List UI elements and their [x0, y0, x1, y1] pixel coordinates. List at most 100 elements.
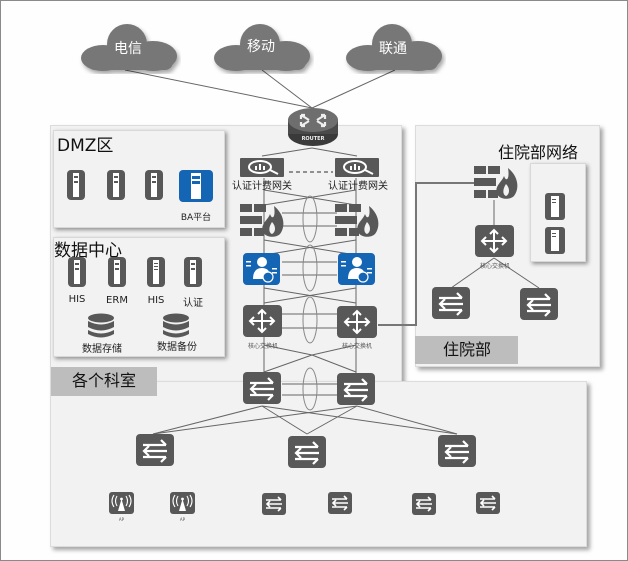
auth-gateway-left[interactable] [240, 158, 284, 177]
wireless-ap-1[interactable] [109, 492, 134, 514]
edge-switch-4[interactable] [476, 492, 500, 514]
server-icon [153, 260, 159, 284]
router[interactable]: ROUTER [287, 106, 339, 148]
cloud-label: 联通 [379, 41, 407, 57]
ap-label: AP [118, 517, 125, 522]
dmz-server-1[interactable] [67, 170, 85, 200]
gateway-label: 认证计费网关 [232, 181, 292, 192]
core-switch-icon [480, 228, 508, 254]
aggregation-switch-right[interactable] [337, 373, 375, 405]
server-icon [74, 260, 80, 284]
edge-switch-2[interactable] [328, 492, 352, 514]
wireless-ap-2[interactable] [170, 492, 195, 514]
server-label: 认证 [183, 298, 203, 309]
auth-server-left[interactable] [243, 253, 280, 285]
server-label: BA平台 [180, 213, 212, 223]
cloud-label: 移动 [247, 39, 275, 55]
gateway-monitor-icon [248, 160, 279, 175]
switch-icon [294, 441, 319, 465]
server-icon [190, 260, 196, 284]
firewall-icon [335, 204, 379, 237]
ba-platform-server[interactable] [179, 170, 213, 202]
cloud-label: 电信 [114, 41, 142, 57]
datacenter-server-auth[interactable] [184, 257, 202, 287]
access-switch-2[interactable] [288, 436, 326, 468]
auth-gateway-right[interactable] [335, 158, 379, 177]
cloud-mobile: 移动 [208, 20, 314, 74]
ap-label: AP [179, 517, 186, 522]
cloud-unicom: 联通 [340, 20, 446, 74]
user-auth-icon [341, 257, 372, 283]
storage-label: 数据备份 [157, 342, 197, 353]
switch-icon [438, 292, 463, 316]
switch-icon [479, 495, 496, 511]
dmz-title: DMZ区 [57, 136, 114, 156]
core-switch-right[interactable] [337, 306, 377, 338]
access-switch-3[interactable] [438, 435, 476, 467]
database-icon [88, 313, 114, 338]
inpatient-label-text: 住院部 [443, 340, 492, 359]
dmz-server-3[interactable] [145, 170, 163, 200]
core-switch-label: 核心交换机 [247, 343, 278, 350]
firewall-right[interactable] [335, 204, 381, 238]
switch-icon [444, 440, 469, 464]
firewall-icon [240, 204, 284, 237]
auth-server-right[interactable] [338, 253, 375, 285]
cloud-telecom: 电信 [75, 20, 181, 74]
database-icon [163, 313, 189, 338]
inpatient-title: 住院部网络 [498, 143, 579, 162]
inpatient-core-switch[interactable] [475, 225, 514, 257]
user-auth-icon [246, 257, 277, 283]
server-icon [551, 196, 559, 217]
storage-label: 数据存储 [82, 344, 122, 355]
datacenter-title: 数据中心 [54, 241, 122, 261]
router-label: ROUTER [301, 136, 325, 142]
switch-icon [343, 378, 368, 402]
cloud-icon [346, 24, 442, 71]
cloud-icon [81, 24, 177, 71]
core-switch-label: 核心交换机 [341, 343, 372, 350]
data-storage[interactable] [87, 313, 115, 339]
firewall-left[interactable] [240, 204, 286, 238]
departments-label-text: 各个科室 [72, 371, 137, 390]
switch-icon [265, 496, 282, 512]
server-icon [113, 173, 119, 197]
server-label: HIS [147, 295, 165, 306]
inpatient-switch-left[interactable] [432, 287, 470, 319]
datacenter-server-erm[interactable] [108, 257, 126, 287]
core-switch-label: 核心交换机 [479, 263, 510, 270]
datacenter-server-his[interactable] [68, 257, 86, 287]
switch-icon [142, 439, 167, 463]
access-switch-1[interactable] [136, 434, 174, 466]
inpatient-label: 住院部 [415, 336, 518, 364]
switch-icon [526, 293, 551, 317]
edge-switch-3[interactable] [412, 493, 436, 515]
switch-icon [331, 495, 348, 511]
cloud-icon [214, 24, 310, 71]
core-switch-icon [343, 309, 371, 335]
core-switch-icon [248, 308, 276, 334]
server-icon [191, 173, 201, 199]
router-icon [288, 108, 338, 146]
gateway-label: 认证计费网关 [328, 181, 388, 192]
gateway-monitor-icon [343, 160, 374, 175]
wifi-antenna-icon [172, 494, 193, 511]
server-icon [151, 173, 157, 197]
core-switch-left[interactable] [243, 305, 282, 337]
switch-icon [415, 496, 432, 512]
edge-switch-1[interactable] [262, 493, 286, 515]
aggregation-switch-left[interactable] [243, 372, 281, 404]
inpatient-firewall[interactable] [474, 166, 520, 200]
wifi-antenna-icon [111, 494, 132, 511]
datacenter-server-his-2[interactable] [147, 257, 165, 287]
inpatient-switch-right[interactable] [520, 288, 558, 320]
inpatient-server-2[interactable] [545, 227, 565, 254]
server-icon [114, 260, 120, 284]
server-icon [73, 173, 79, 197]
departments-label: 各个科室 [51, 367, 157, 396]
dmz-server-2[interactable] [107, 170, 125, 200]
inpatient-server-1[interactable] [545, 193, 565, 220]
data-backup[interactable] [162, 313, 190, 339]
server-label: ERM [106, 295, 128, 306]
